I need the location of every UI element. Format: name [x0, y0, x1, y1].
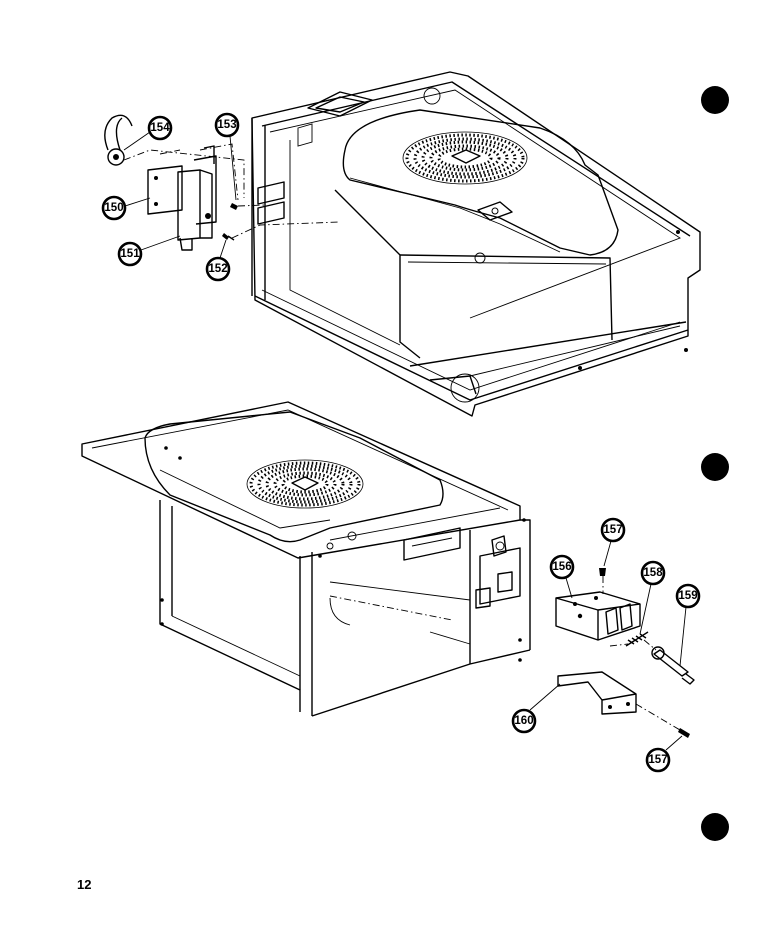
callout-157-lower-label: 157 [648, 754, 667, 766]
callout-152: 152 [205, 256, 231, 282]
lower-fan-vent [246, 459, 364, 509]
callout-158-label: 158 [643, 567, 663, 579]
punch-hole-top [701, 86, 729, 114]
callout-153-label: 153 [217, 119, 236, 131]
punch-hole-middle [701, 453, 729, 481]
callout-157-lower: 157 [645, 747, 671, 773]
upper-cabinet-assembly [251, 71, 701, 417]
callout-151-label: 151 [120, 248, 140, 260]
callout-154: 154 [147, 115, 173, 141]
upper-fan-vent [402, 131, 528, 185]
callout-158: 158 [640, 560, 666, 586]
callout-157-upper: 157 [600, 517, 626, 543]
page-number: 12 [77, 877, 92, 892]
callout-159: 159 [675, 583, 701, 609]
callout-157-upper-label: 157 [603, 524, 622, 536]
callout-156: 156 [549, 554, 575, 580]
callout-152-label: 152 [208, 263, 227, 275]
door-switch-assembly-upper [104, 114, 341, 251]
callout-153: 153 [214, 112, 240, 138]
punch-hole-bottom [701, 813, 729, 841]
callout-150-label: 150 [104, 202, 123, 214]
callout-151: 151 [117, 241, 143, 267]
callout-150: 150 [101, 195, 127, 221]
callout-160-label: 160 [514, 715, 533, 727]
callout-156-label: 156 [552, 561, 571, 573]
callout-159-label: 159 [678, 590, 697, 602]
door-latch-assembly-lower [555, 568, 695, 738]
lower-cabinet-assembly [81, 401, 531, 717]
callout-160: 160 [511, 708, 537, 734]
callout-154-label: 154 [150, 122, 170, 134]
